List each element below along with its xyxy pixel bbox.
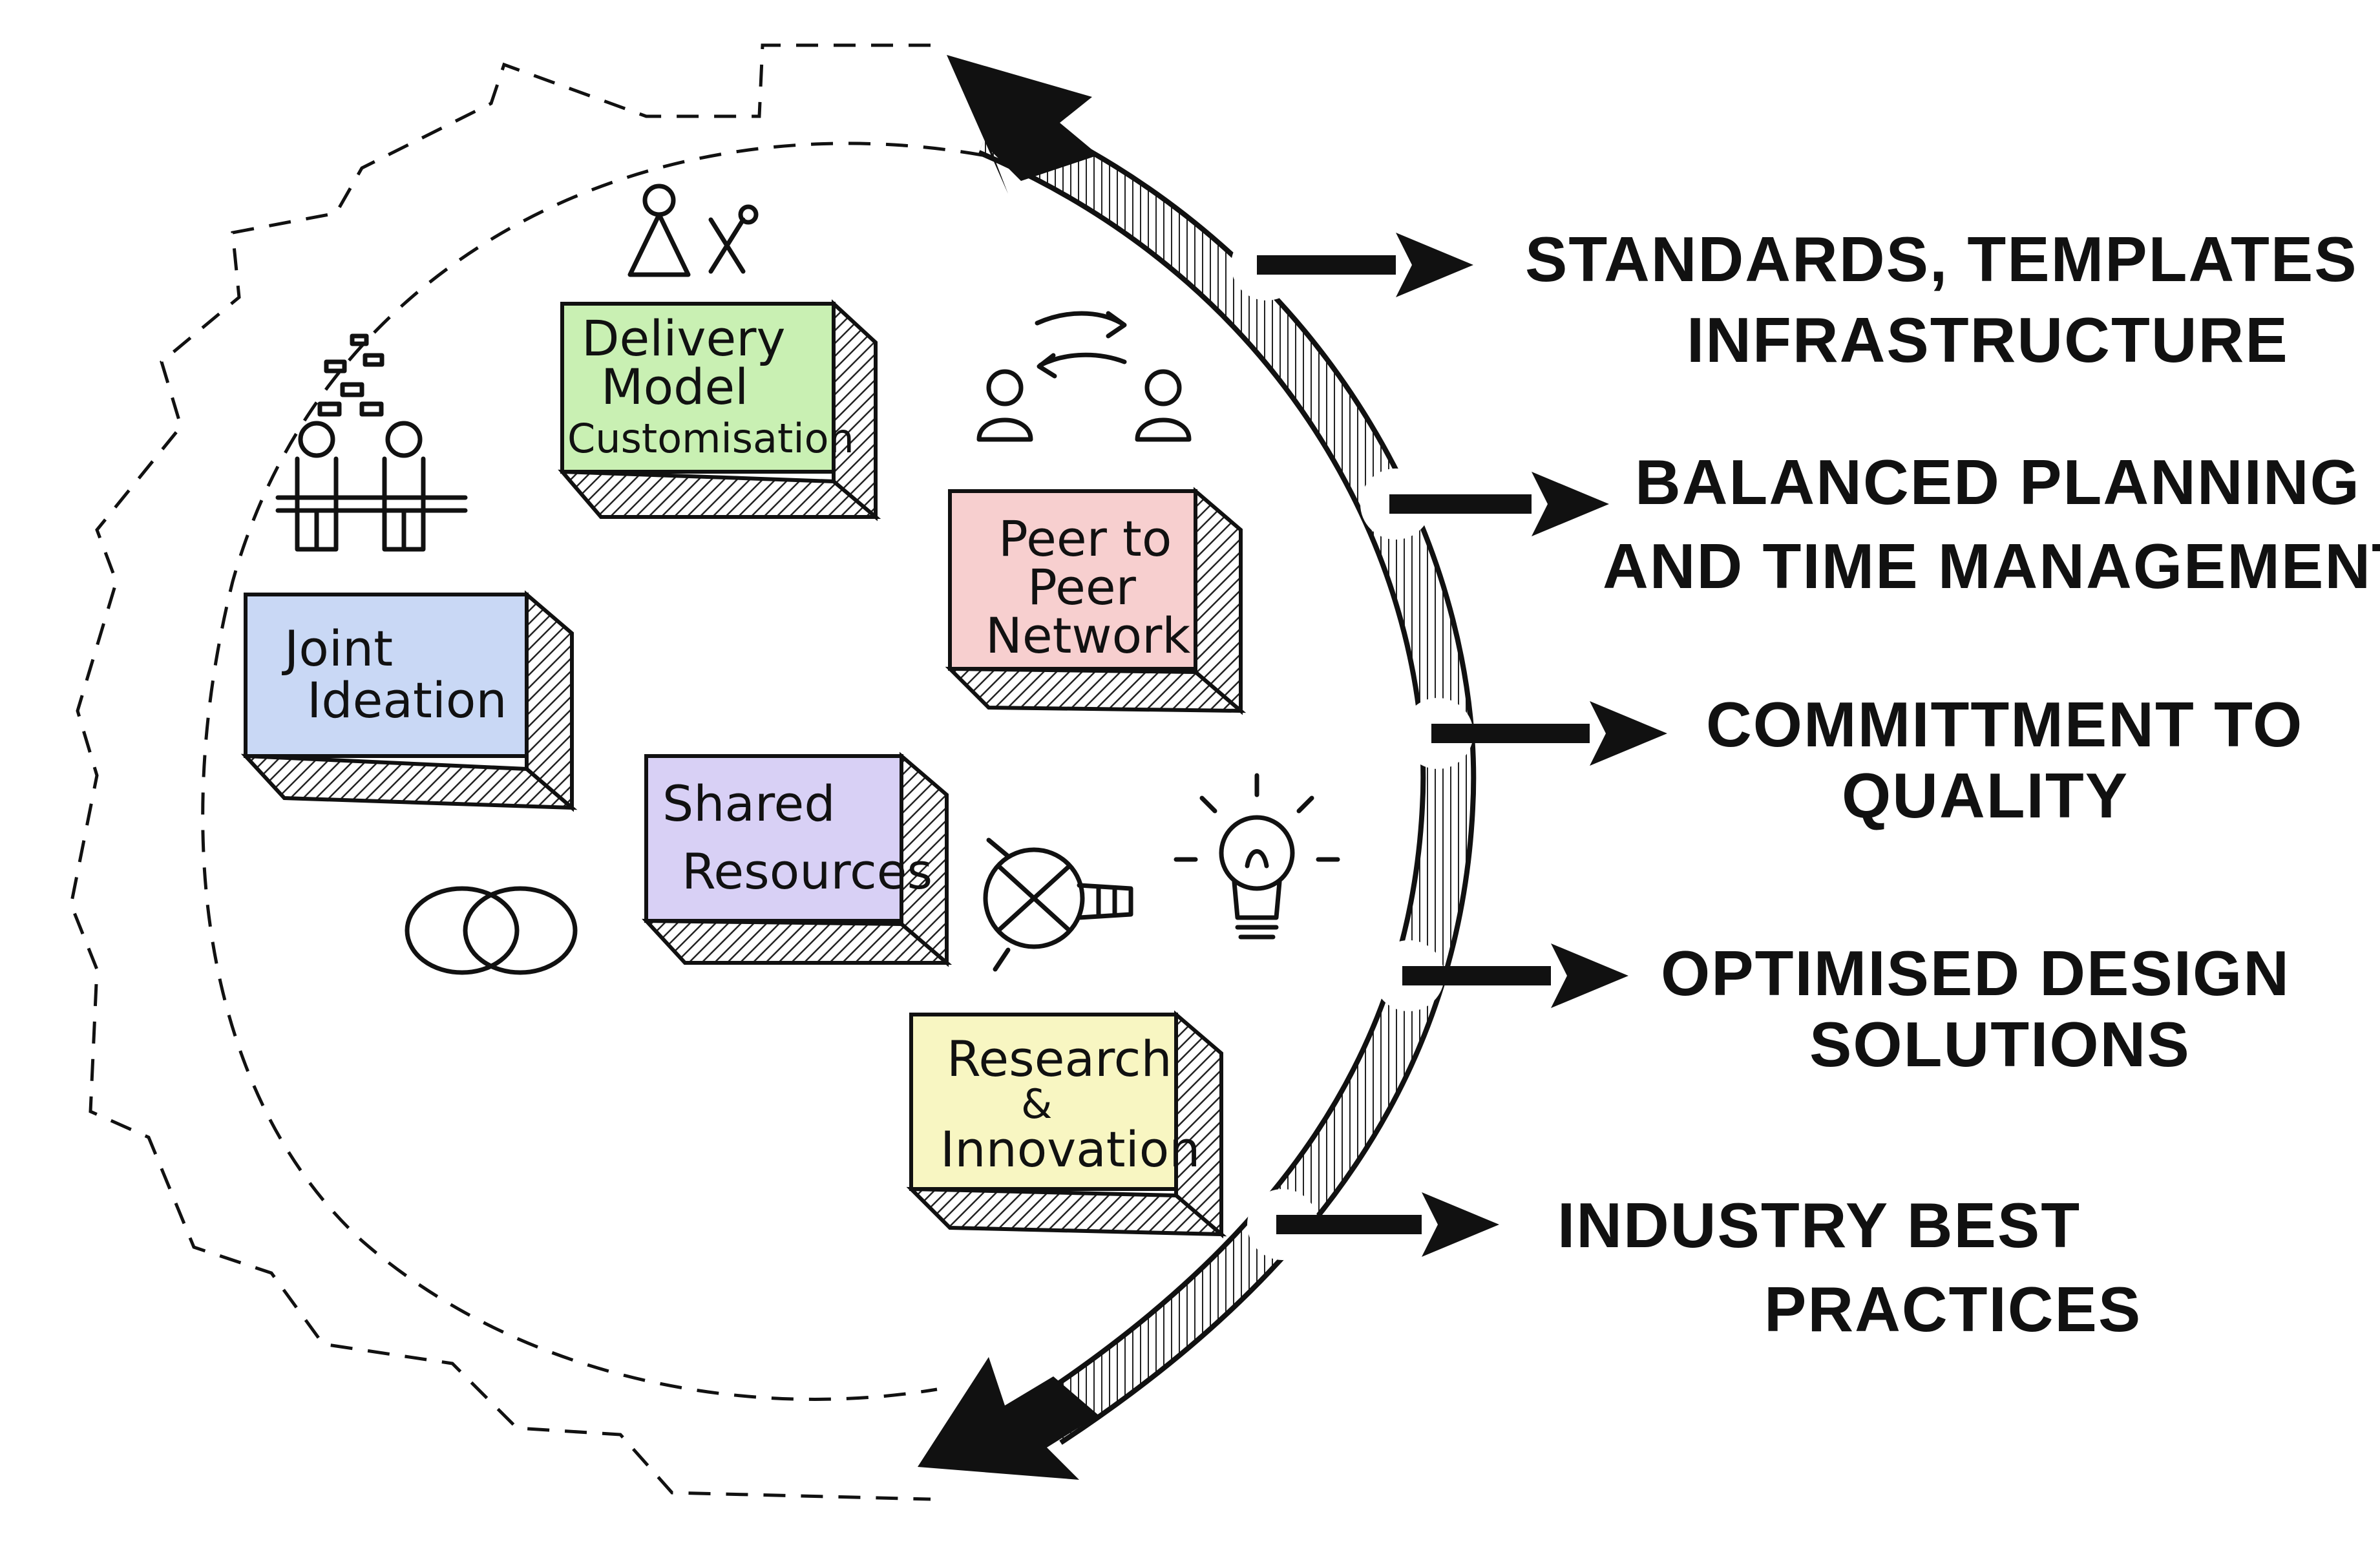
hatched-arc xyxy=(978,103,1477,1445)
box-research-innovation-face xyxy=(909,1013,1178,1191)
arrow-down-icon xyxy=(918,1357,1099,1480)
box-research-innovation: Research & Innovation xyxy=(906,1010,1227,1239)
gear-outline xyxy=(69,43,931,1501)
outcome-practices: INDUSTRY BEST PRACTICES xyxy=(1557,1190,2142,1345)
box-research-line3: Innovation xyxy=(940,1121,1200,1178)
box-peer-network-face xyxy=(948,489,1197,671)
rings-icon xyxy=(405,886,578,975)
outcome-practices-line2: PRACTICES xyxy=(1764,1274,2142,1345)
box-shared-resources-face xyxy=(644,754,903,923)
magnifier-icon xyxy=(983,837,1133,972)
outcome-standards-line1: STANDARDS, TEMPLATES xyxy=(1525,224,2358,295)
lightbulb-icon xyxy=(1174,773,1340,940)
box-delivery-model: Delivery Model Customisation xyxy=(558,299,881,521)
box-delivery-line3: Customisation xyxy=(567,415,854,462)
box-peer-network: Peer to Peer Network xyxy=(945,487,1247,715)
box-research-line1: Research xyxy=(947,1030,1172,1088)
meeting-people-icon xyxy=(275,333,468,552)
people-tools-icon xyxy=(627,184,759,277)
exchange-people-icon xyxy=(976,311,1192,442)
box-joint-line2: Ideation xyxy=(307,671,507,729)
box-delivery-model-face xyxy=(560,302,836,474)
arrow-up-icon xyxy=(947,55,1099,194)
box-delivery-line2: Model xyxy=(601,358,748,416)
outcome-design: OPTIMISED DESIGN SOLUTIONS xyxy=(1661,938,2290,1080)
box-delivery-line1: Delivery xyxy=(582,310,785,367)
box-shared-line2: Resources xyxy=(682,843,932,900)
box-joint-ideation-face xyxy=(244,593,529,758)
inner-circle xyxy=(201,142,983,1401)
outcome-planning-line1: BALANCED PLANNING xyxy=(1635,447,2361,518)
box-joint-line1: Joint xyxy=(282,620,393,677)
outcome-quality-line1: COMMITTMENT TO xyxy=(1706,689,2303,760)
outcome-quality-line2: QUALITY xyxy=(1842,760,2129,831)
outcome-quality: COMMITTMENT TO QUALITY xyxy=(1706,689,2303,831)
outcome-planning: BALANCED PLANNING AND TIME MANAGEMENT xyxy=(1603,447,2380,602)
outcome-practices-line1: INDUSTRY BEST xyxy=(1557,1190,2081,1261)
outcome-design-line2: SOLUTIONS xyxy=(1809,1009,2191,1080)
outcome-standards-line2: INFRASTRUCTURE xyxy=(1687,304,2289,375)
box-shared-resources: Shared Resources xyxy=(642,752,953,967)
outcome-arrows xyxy=(1257,233,1667,1257)
box-peer-line1: Peer to xyxy=(998,510,1172,567)
box-shared-line1: Shared xyxy=(662,775,836,832)
box-peer-line3: Network xyxy=(985,607,1190,664)
box-peer-line2: Peer xyxy=(1027,558,1137,616)
outcome-design-line1: OPTIMISED DESIGN xyxy=(1661,938,2290,1009)
outcome-planning-line2: AND TIME MANAGEMENT xyxy=(1603,531,2380,602)
box-joint-ideation: Joint Ideation xyxy=(240,590,578,812)
box-research-line2: & xyxy=(1021,1080,1052,1128)
outcome-standards: STANDARDS, TEMPLATES INFRASTRUCTURE xyxy=(1525,224,2358,375)
